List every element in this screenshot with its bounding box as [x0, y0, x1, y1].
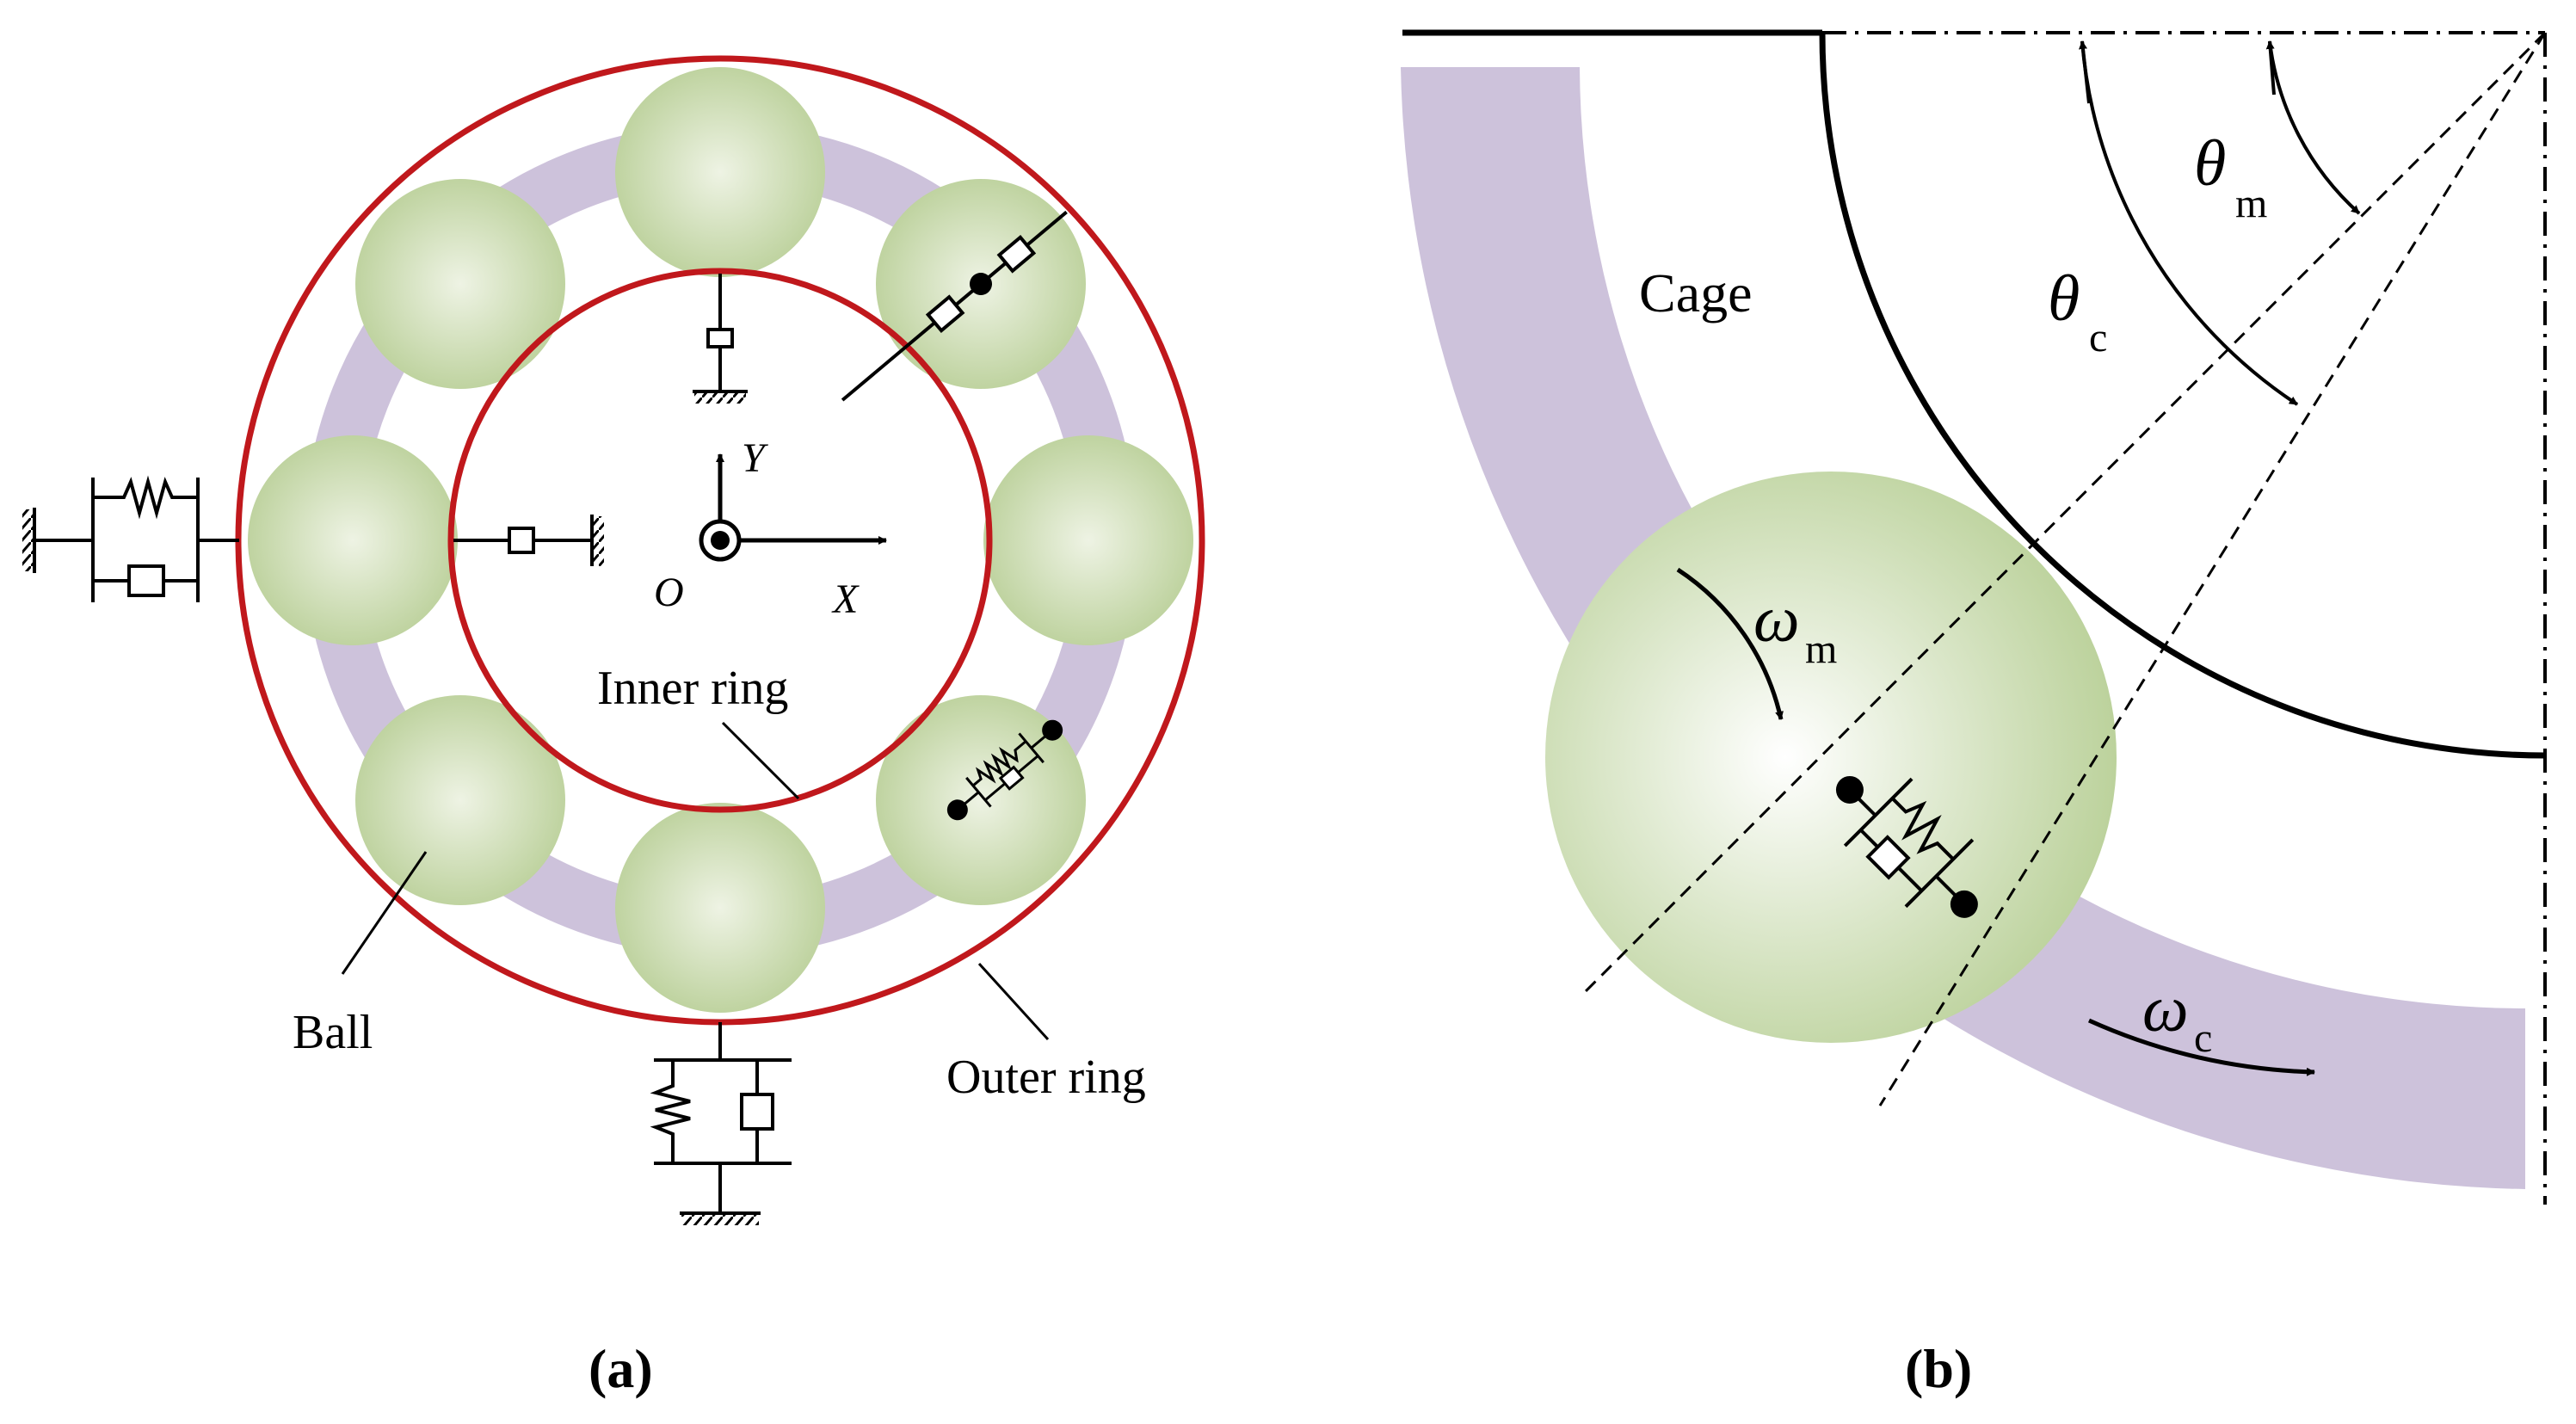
outer-bottom-support — [650, 1022, 792, 1225]
panel-a-caption: (a) — [589, 1338, 653, 1399]
ball-left — [248, 435, 458, 645]
ball-contact-element-bottom — [946, 719, 1063, 821]
theta-m-arc-start — [2265, 40, 2276, 96]
y-axis-label: Y — [742, 435, 768, 481]
theta-c-subscript: c — [2089, 315, 2107, 361]
panel-b: Cage θ m θ c ω m ω c (b) — [1401, 29, 2547, 1399]
origin-marker — [699, 519, 742, 562]
omega-c-symbol: ω — [2142, 973, 2189, 1045]
panel-b-caption: (b) — [1905, 1338, 1972, 1399]
ball-top-left — [355, 179, 565, 389]
panel-a: Y X O — [22, 55, 1205, 1399]
radial-lines — [1581, 31, 2547, 1107]
ball-contact-element-detail — [1835, 775, 1978, 918]
x-axis-label: X — [831, 576, 860, 622]
omega-m-symbol: ω — [1753, 583, 1800, 656]
balls — [248, 67, 1193, 1013]
ball-contact-element-top — [841, 210, 1068, 402]
theta-c-arc-start — [2079, 40, 2091, 104]
ball-right — [983, 435, 1193, 645]
omega-c-arrow — [2087, 1018, 2315, 1076]
omega-c-subscript: c — [2194, 1015, 2212, 1061]
theta-c-arc — [2080, 40, 2299, 406]
inner-ring — [447, 268, 993, 813]
ball-label: Ball — [293, 1006, 373, 1059]
ball-top — [615, 67, 825, 277]
outer-left-support — [22, 475, 239, 602]
theta-c-symbol: θ — [2048, 262, 2080, 335]
inner-ring-leader — [721, 721, 800, 800]
origin-label: O — [654, 570, 684, 615]
theta-m-subscript: m — [2235, 181, 2267, 226]
theta-m-symbol: θ — [2194, 127, 2226, 200]
omega-m-arrow — [1676, 567, 1784, 720]
inner-left-support — [453, 515, 604, 566]
theta-m-arc — [2268, 40, 2361, 215]
cage-label: Cage — [1639, 262, 1753, 324]
inner-top-support — [693, 274, 748, 404]
outer-ring-leader — [977, 962, 1050, 1041]
large-ball — [1545, 472, 2117, 1043]
reference-lines — [1822, 31, 2547, 1205]
ball-bottom — [615, 803, 825, 1013]
inner-ring-label: Inner ring — [597, 662, 788, 715]
ball-leader — [341, 851, 428, 975]
omega-m-subscript: m — [1805, 626, 1837, 672]
outer-ring-label: Outer ring — [946, 1051, 1146, 1104]
ball-bottom-left — [355, 695, 565, 905]
